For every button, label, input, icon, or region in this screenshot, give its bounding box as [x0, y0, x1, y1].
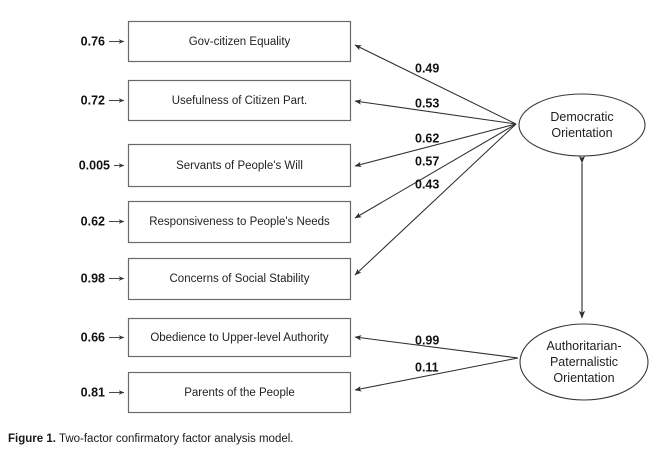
indicator-box-group-3[interactable]: Responsiveness to People's Needs: [127, 200, 352, 244]
loading-path-group-5: 0.99: [354, 333, 519, 359]
loading-path-5: [354, 335, 519, 359]
indicator-box-6[interactable]: [127, 371, 352, 414]
indicator-box-1[interactable]: [127, 79, 352, 122]
loading-path-group-1: 0.53: [354, 96, 517, 125]
indicator-label-4: Concerns of Social Stability: [170, 273, 310, 285]
indicator-label-5: Obedience to Upper-level Authority: [150, 332, 329, 344]
loading-value-1: 0.53: [415, 96, 439, 110]
figure-caption-label: Figure 1.: [8, 433, 56, 445]
loading-path-group-4: 0.43: [354, 123, 517, 276]
authoritarian-orientation-label-line2: Paternalistic: [550, 355, 618, 369]
residual-value-5: 0.66: [81, 330, 105, 344]
factor-ellipse-authoritarian[interactable]: Authoritarian- Paternalistic Orientation: [519, 323, 649, 401]
democratic-orientation-ellipse[interactable]: [518, 93, 646, 157]
loading-value-3: 0.57: [415, 154, 439, 168]
indicator-box-group-6[interactable]: Parents of the People: [127, 371, 352, 414]
residual-group-2: 0.005: [79, 158, 125, 172]
authoritarian-paternalistic-orientation-ellipse[interactable]: [519, 323, 649, 401]
residual-group-4: 0.98: [81, 271, 125, 285]
residual-value-2: 0.005: [79, 158, 110, 172]
democratic-orientation-label-line2: Orientation: [551, 126, 612, 140]
residual-value-6: 0.81: [81, 385, 105, 399]
indicator-box-group-0[interactable]: Gov-citizen Equality: [127, 20, 352, 63]
residual-group-1: 0.72: [81, 93, 125, 107]
loading-path-2: [354, 123, 517, 168]
factor-ellipse-democratic[interactable]: Democratic Orientation: [518, 93, 646, 157]
loading-path-group-6: 0.11: [354, 357, 519, 392]
loading-path-group-3: 0.57: [354, 123, 517, 219]
indicator-box-group-1[interactable]: Usefulness of Citizen Part.: [127, 79, 352, 122]
loading-path-group-0: 0.49: [354, 44, 517, 125]
loading-value-5: 0.99: [415, 333, 439, 347]
residual-value-0: 0.76: [81, 34, 105, 48]
loading-value-4: 0.43: [415, 177, 439, 191]
residual-group-6: 0.81: [81, 385, 125, 399]
indicator-box-5[interactable]: [127, 317, 352, 358]
residual-group-0: 0.76: [81, 34, 125, 48]
indicator-box-4[interactable]: [127, 257, 352, 301]
indicator-label-0: Gov-citizen Equality: [189, 36, 291, 48]
residual-value-1: 0.72: [81, 93, 105, 107]
indicator-label-3: Responsiveness to People's Needs: [149, 216, 330, 228]
loading-path-0: [354, 44, 517, 125]
indicator-label-6: Parents of the People: [184, 387, 295, 399]
authoritarian-orientation-label-line1: Authoritarian-: [546, 339, 621, 353]
loading-path-1: [354, 99, 517, 125]
authoritarian-orientation-label-line3: Orientation: [553, 371, 614, 385]
loading-value-6: 0.11: [415, 360, 439, 374]
residual-value-4: 0.98: [81, 271, 105, 285]
democratic-orientation-label-line1: Democratic: [550, 110, 613, 124]
residual-value-3: 0.62: [81, 214, 105, 228]
loading-path-4: [354, 123, 517, 276]
indicator-box-group-2[interactable]: Servants of People's Will: [127, 143, 352, 188]
indicator-box-2[interactable]: [127, 143, 352, 188]
residual-group-5: 0.66: [81, 330, 125, 344]
indicator-label-1: Usefulness of Citizen Part.: [172, 95, 308, 107]
loading-path-3: [354, 123, 517, 219]
figure-caption-text: Two-factor confirmatory factor analysis …: [58, 433, 294, 445]
loading-value-2: 0.62: [415, 131, 439, 145]
figure-caption: Figure 1. Two-factor confirmatory factor…: [8, 432, 658, 448]
residual-group-3: 0.62: [81, 214, 125, 228]
loading-value-0: 0.49: [415, 61, 439, 75]
indicator-box-3[interactable]: [127, 200, 352, 244]
indicator-box-group-4[interactable]: Concerns of Social Stability: [127, 257, 352, 301]
loading-path-group-2: 0.62: [354, 123, 517, 168]
indicator-box-group-5[interactable]: Obedience to Upper-level Authority: [127, 317, 352, 358]
indicator-label-2: Servants of People's Will: [176, 160, 303, 172]
cfa-path-diagram: Gov-citizen Equality Usefulness of Citiz…: [79, 20, 649, 414]
loading-path-6: [354, 357, 519, 392]
indicator-box-0[interactable]: [127, 20, 352, 63]
